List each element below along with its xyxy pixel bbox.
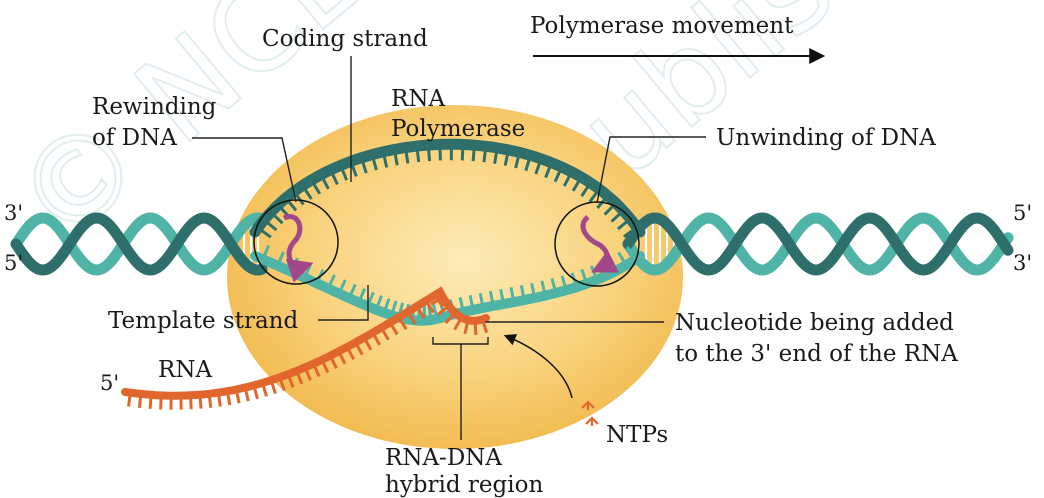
label-rna: RNA xyxy=(158,357,212,383)
unwinding-rotation-arrow xyxy=(580,215,620,273)
rewinding-leader xyxy=(192,137,297,203)
label-rewinding-line1: Rewinding xyxy=(92,94,217,120)
label-rewinding-line2: of DNA xyxy=(92,125,177,151)
label-nucleotide-line1: Nucleotide being added xyxy=(675,310,954,336)
dna-helix-right xyxy=(622,212,1014,276)
label-hybrid-line1: RNA-DNA xyxy=(385,445,502,471)
label-polymerase-movement: Polymerase movement xyxy=(530,13,794,39)
end-rna-five-prime: 5' xyxy=(100,371,119,395)
label-coding-strand: Coding strand xyxy=(262,26,428,52)
label-template-strand: Template strand xyxy=(108,308,298,334)
label-rna-polymerase-line1: RNA xyxy=(391,86,445,112)
coding-strand-backbone xyxy=(249,138,646,238)
rna-polymerase-body xyxy=(227,105,683,449)
label-ntps: NTPs xyxy=(606,422,668,448)
ntp-icon xyxy=(581,400,599,426)
template-strand-backbone xyxy=(250,251,645,326)
template-strand-leader xyxy=(318,285,369,321)
dna-light-strand xyxy=(622,212,1014,276)
rna-backbone xyxy=(121,286,490,400)
end-right-bottom: 3' xyxy=(1013,251,1032,275)
unwinding-leader xyxy=(596,136,706,204)
dna-dark-strand xyxy=(10,212,268,276)
dna-helix-left xyxy=(10,212,268,276)
end-left-bottom: 5' xyxy=(4,251,23,275)
label-hybrid-line2: hybrid region xyxy=(385,472,543,498)
dna-light-strand xyxy=(10,212,268,276)
end-right-top: 5' xyxy=(1013,201,1032,225)
ntp-arrow xyxy=(503,334,573,399)
label-nucleotide-line2: to the 3' end of the RNA xyxy=(675,341,958,367)
label-rna-polymerase-line2: Polymerase xyxy=(391,116,525,142)
label-unwinding: Unwinding of DNA xyxy=(716,125,936,151)
end-left-top: 3' xyxy=(4,201,23,225)
rewinding-rotation-arrow xyxy=(282,214,314,283)
rna-strand xyxy=(121,286,490,410)
hybrid-bracket xyxy=(432,337,489,440)
dna-dark-strand xyxy=(622,212,1014,276)
